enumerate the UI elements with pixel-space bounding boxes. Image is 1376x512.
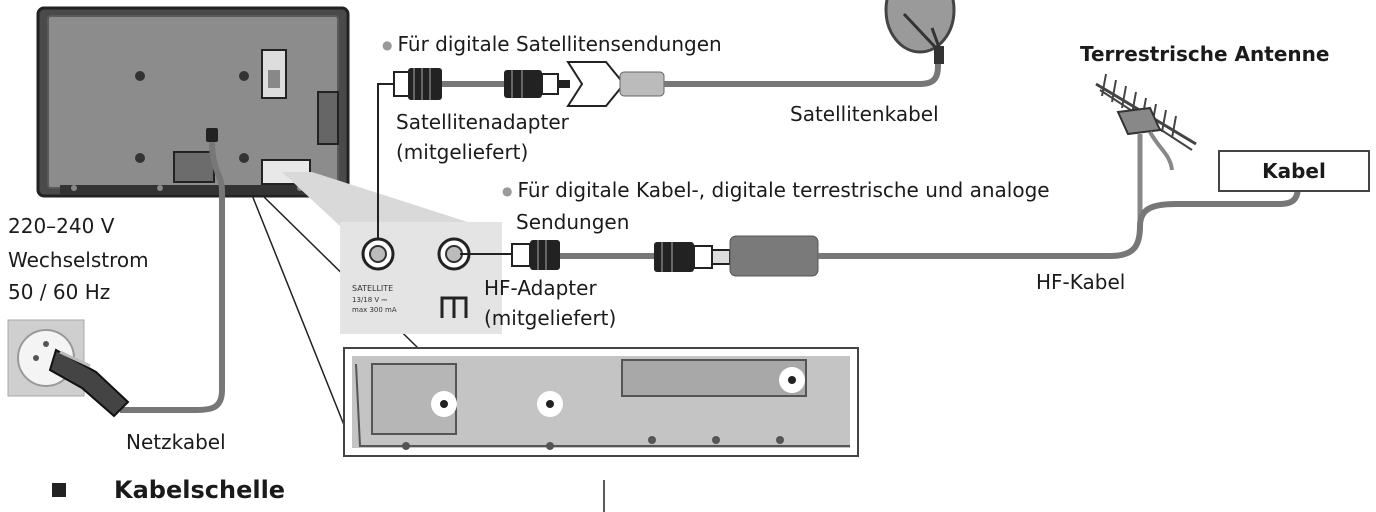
cable-bullet-label-2: Sendungen — [516, 210, 630, 234]
tv-back — [36, 6, 350, 198]
satellite-port-current: max 300 mA — [352, 306, 397, 314]
rf-adapter-label: HF-Adapter — [484, 276, 597, 300]
cable-clamp-heading: Kabelschelle — [114, 476, 286, 504]
cable-bullet-label: Für digitale Kabel-, digitale terrestris… — [502, 178, 1049, 205]
rf-adapter-icon — [511, 240, 560, 270]
satellite-adapter-label: Satellitenadapter — [396, 110, 569, 134]
rf-cable-connector-icon — [654, 235, 819, 277]
rf-adapter-supplied-label: (mitgeliefert) — [484, 306, 617, 330]
satellite-bullet-label: Für digitale Satellitensendungen — [382, 32, 721, 59]
cable-box: Kabel — [1218, 150, 1370, 192]
frequency-label: 50 / 60 Hz — [8, 280, 111, 304]
plug-icon — [48, 348, 130, 418]
alternating-current-label: Wechselstrom — [8, 248, 149, 272]
terrestrial-antenna-label: Terrestrische Antenne — [1080, 42, 1330, 66]
antenna-terminal-panel — [340, 222, 502, 334]
terrestrial-antenna-icon — [1095, 73, 1197, 224]
voltage-label: 220–240 V — [8, 214, 115, 238]
satellite-port-label: SATELLITE — [352, 284, 393, 293]
rf-cable-label: HF-Kabel — [1036, 270, 1126, 294]
satellite-adapter-supplied-label: (mitgeliefert) — [396, 140, 529, 164]
cable-clamp-zoom-panel — [343, 347, 859, 457]
mains-lead-label: Netzkabel — [126, 430, 226, 454]
satellite-cable-connector-icon — [504, 61, 665, 107]
section-bullet-icon — [52, 483, 66, 497]
satellite-dish-icon — [884, 0, 956, 64]
satellite-cable-label: Satellitenkabel — [790, 102, 939, 126]
satellite-adapter-icon — [393, 68, 442, 100]
satellite-port-spec: 13/18 V ⎓ — [352, 296, 387, 304]
